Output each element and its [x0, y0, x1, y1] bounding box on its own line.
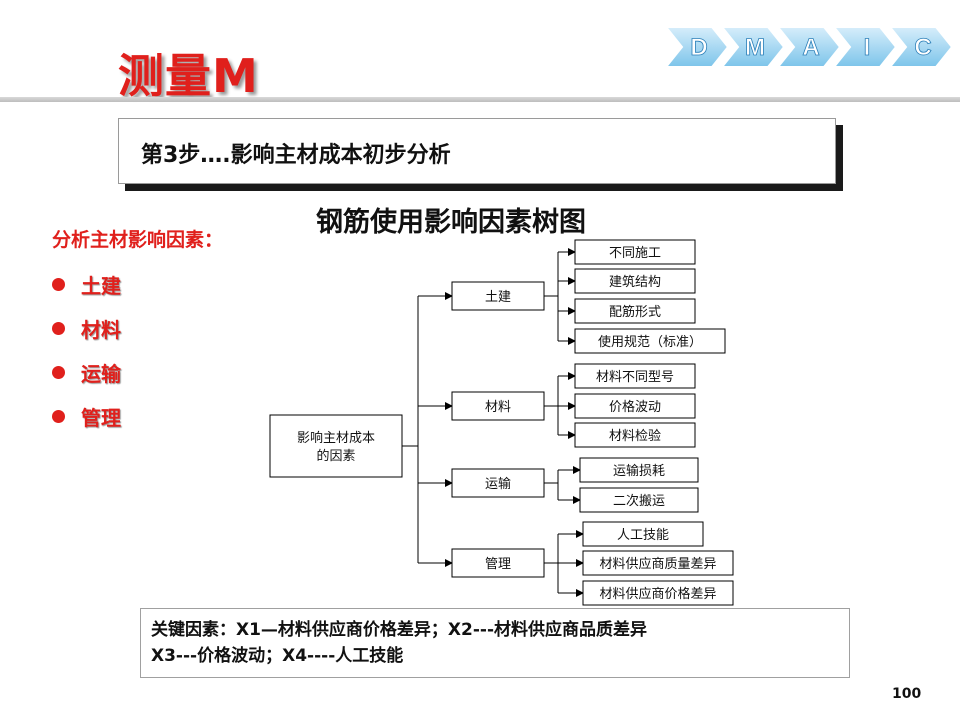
leaf-node: 建筑结构	[574, 268, 696, 294]
leaf-node: 使用规范（标准）	[574, 328, 726, 354]
dmaic-chevron-a	[775, 26, 842, 68]
leaf-node: 材料不同型号	[574, 363, 696, 389]
node-label: 运输	[485, 476, 511, 492]
factor-label: 管理	[81, 405, 121, 430]
node-label: 土建	[485, 290, 511, 305]
slide-title: 测量M	[118, 49, 259, 103]
node-label: 材料供应商质量差异	[599, 556, 716, 572]
dmaic-letter: C	[914, 34, 931, 61]
leaf-node: 材料检验	[574, 422, 696, 448]
node-label: 二次搬运	[613, 493, 665, 509]
node-label: 材料供应商价格差异	[599, 586, 716, 602]
factor-label: 材料	[81, 317, 121, 342]
leaf-node: 人工技能	[582, 521, 704, 547]
key-factors-box: 关键因素：X1—材料供应商价格差异；X2---材料供应商品质差异 X3---价格…	[140, 608, 850, 678]
dmaic-letter: D	[690, 34, 707, 61]
bullet-icon	[52, 409, 65, 423]
leaf-node: 材料供应商质量差异	[582, 550, 734, 576]
node-label: 材料不同型号	[596, 370, 674, 385]
node-label: 材料检验	[609, 428, 661, 444]
leaf-node: 配筋形式	[574, 298, 696, 324]
bullet-icon	[52, 321, 65, 335]
page-number: 100	[892, 686, 922, 702]
key-factors-line1: 关键因素：X1—材料供应商价格差异；X2---材料供应商品质差异	[151, 620, 648, 640]
node-label: 配筋形式	[609, 304, 661, 320]
leaf-node: 二次搬运	[579, 487, 699, 513]
node-label: 的因素	[316, 448, 355, 464]
leaf-node: 运输损耗	[579, 457, 699, 483]
leaf-node: 材料供应商价格差异	[582, 580, 734, 606]
dmaic-letter: A	[802, 34, 819, 61]
factor-list-heading: 分析主材影响因素：	[52, 229, 224, 251]
branch-node: 土建	[451, 281, 545, 311]
bullet-icon	[52, 277, 65, 291]
list-item: 材料	[52, 306, 121, 350]
branch-node: 运输	[451, 468, 545, 498]
step-banner: 第3步….影响主材成本初步分析	[118, 118, 836, 184]
dmaic-chevron-c	[887, 26, 954, 68]
factor-label: 土建	[81, 273, 121, 298]
factor-label: 运输	[81, 361, 121, 386]
bullet-icon	[52, 365, 65, 379]
diagram-title: 钢筋使用影响因素树图	[316, 207, 586, 238]
leaf-node: 不同施工	[574, 239, 696, 265]
list-item: 土建	[52, 262, 121, 306]
list-item: 运输	[52, 350, 121, 394]
step-label: 第3步….影响主材成本初步分析	[141, 143, 451, 168]
node-label: 不同施工	[609, 246, 661, 261]
branch-node: 材料	[451, 391, 545, 421]
node-label: 影响主材成本	[297, 430, 375, 446]
node-label: 人工技能	[617, 528, 669, 543]
node-label: 材料	[485, 400, 511, 415]
factor-list: 土建 材料 运输 管理	[52, 262, 121, 438]
dmaic-letter: M	[745, 34, 765, 61]
dmaic-chevron-m	[719, 26, 786, 68]
branch-node: 管理	[451, 548, 545, 578]
node-label: 运输损耗	[613, 463, 665, 479]
node-label: 管理	[485, 557, 511, 572]
dmaic-chevron-d	[666, 26, 730, 68]
dmaic-chevron-i	[831, 26, 898, 68]
node-label: 建筑结构	[609, 274, 661, 290]
list-item: 管理	[52, 394, 121, 438]
dmaic-letter: I	[864, 34, 871, 61]
title-divider	[0, 97, 960, 102]
node-label: 使用规范（标准）	[598, 334, 702, 350]
key-factors-line2: X3---价格波动；X4----人工技能	[151, 646, 404, 666]
node-label: 价格波动	[609, 399, 661, 415]
leaf-node: 价格波动	[574, 393, 696, 419]
